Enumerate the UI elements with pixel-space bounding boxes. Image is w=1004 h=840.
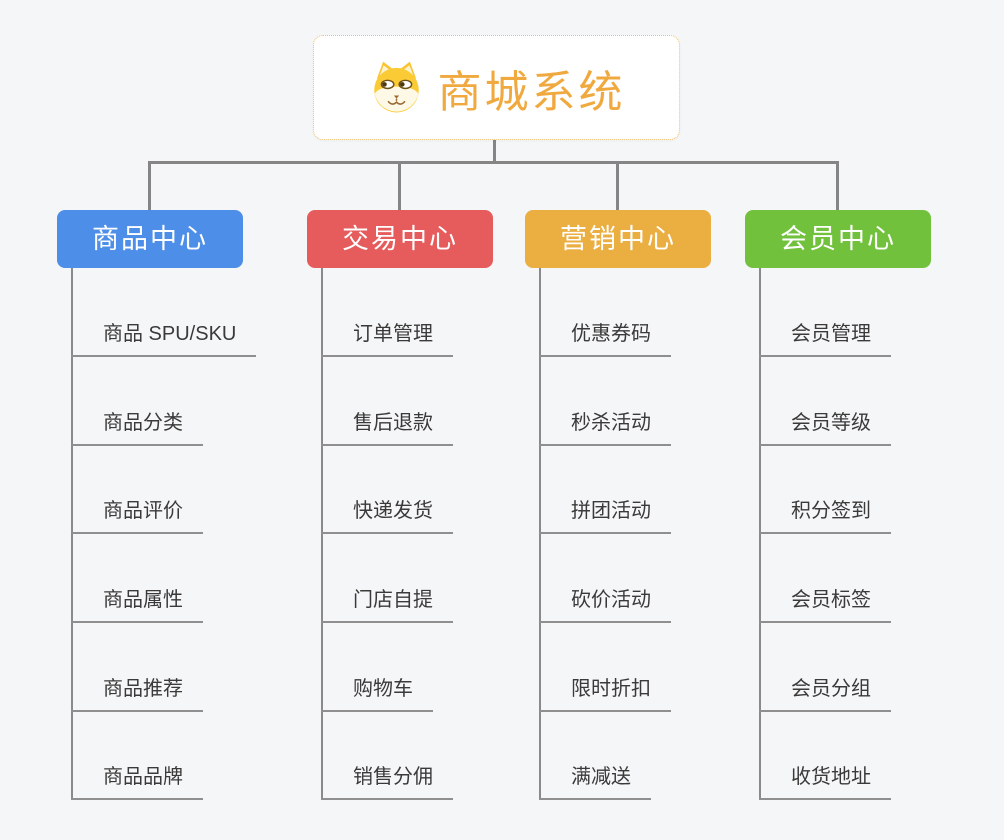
connector-horizontal — [148, 161, 839, 164]
leaf-node[interactable]: 门店自提 — [321, 585, 453, 623]
branch-node-product-center[interactable]: 商品中心 — [57, 210, 243, 268]
dog-face-icon — [368, 59, 425, 116]
leaf-node[interactable]: 会员等级 — [759, 408, 891, 446]
leaf-node[interactable]: 订单管理 — [321, 319, 453, 357]
leaf-node[interactable]: 收货地址 — [759, 762, 891, 800]
leaf-node[interactable]: 会员管理 — [759, 319, 891, 357]
leaf-node[interactable]: 满减送 — [539, 762, 651, 800]
leaf-node[interactable]: 商品推荐 — [71, 674, 203, 712]
leaf-node[interactable]: 会员分组 — [759, 674, 891, 712]
leaf-node[interactable]: 商品分类 — [71, 408, 203, 446]
leaf-node[interactable]: 销售分佣 — [321, 762, 453, 800]
leaf-node[interactable]: 拼团活动 — [539, 496, 671, 534]
connector-drop-marketing — [616, 161, 619, 210]
branch-node-marketing-center[interactable]: 营销中心 — [525, 210, 711, 268]
leaf-node[interactable]: 砍价活动 — [539, 585, 671, 623]
leaf-node[interactable]: 商品评价 — [71, 496, 203, 534]
leaf-node[interactable]: 售后退款 — [321, 408, 453, 446]
connector-drop-trade — [398, 161, 401, 210]
branch-node-trade-center[interactable]: 交易中心 — [307, 210, 493, 268]
connector-drop-product — [148, 161, 151, 210]
root-node[interactable]: 商城系统 — [313, 35, 680, 140]
leaf-node[interactable]: 积分签到 — [759, 496, 891, 534]
leaf-node[interactable]: 秒杀活动 — [539, 408, 671, 446]
leaf-node[interactable]: 会员标签 — [759, 585, 891, 623]
branch-node-member-center[interactable]: 会员中心 — [745, 210, 931, 268]
leaf-node[interactable]: 购物车 — [321, 674, 433, 712]
leaf-node[interactable]: 限时折扣 — [539, 674, 671, 712]
leaf-node[interactable]: 快递发货 — [321, 496, 453, 534]
root-title: 商城系统 — [437, 67, 626, 117]
leaf-node[interactable]: 商品品牌 — [71, 762, 203, 800]
leaf-node[interactable]: 商品 SPU/SKU — [71, 319, 257, 357]
leaf-node[interactable]: 商品属性 — [71, 585, 203, 623]
leaf-node[interactable]: 优惠券码 — [539, 319, 671, 357]
connector-root-stem — [493, 138, 496, 163]
connector-drop-member — [836, 161, 839, 210]
